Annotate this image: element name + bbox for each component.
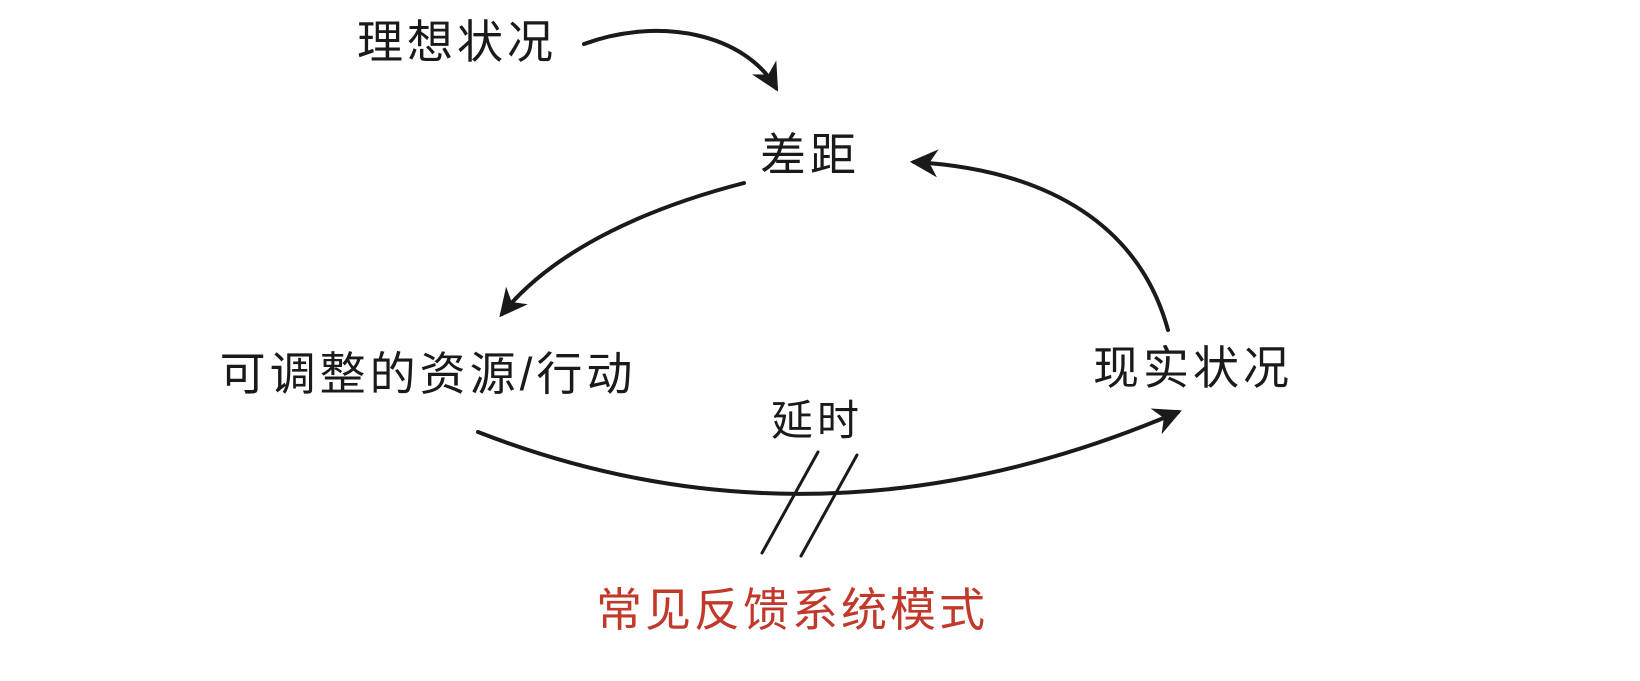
node-actual-situation: 现实状况 xyxy=(1093,342,1293,394)
arrow-resources-to-reality xyxy=(476,408,1182,496)
delay-slash-icon xyxy=(760,450,820,555)
arrow-ideal-to-gap xyxy=(582,28,779,92)
node-delay: 延时 xyxy=(770,397,864,444)
diagram-caption: 常见反馈系统模式 xyxy=(596,584,988,636)
delay-slash-icon xyxy=(799,453,859,558)
node-ideal-situation: 理想状况 xyxy=(357,16,557,68)
node-gap: 差距 xyxy=(760,129,860,181)
node-adjustable-resources-actions: 可调整的资源/行动 xyxy=(219,348,637,400)
arrow-reality-to-gap xyxy=(909,149,1170,332)
arrow-gap-to-resources xyxy=(499,181,746,318)
